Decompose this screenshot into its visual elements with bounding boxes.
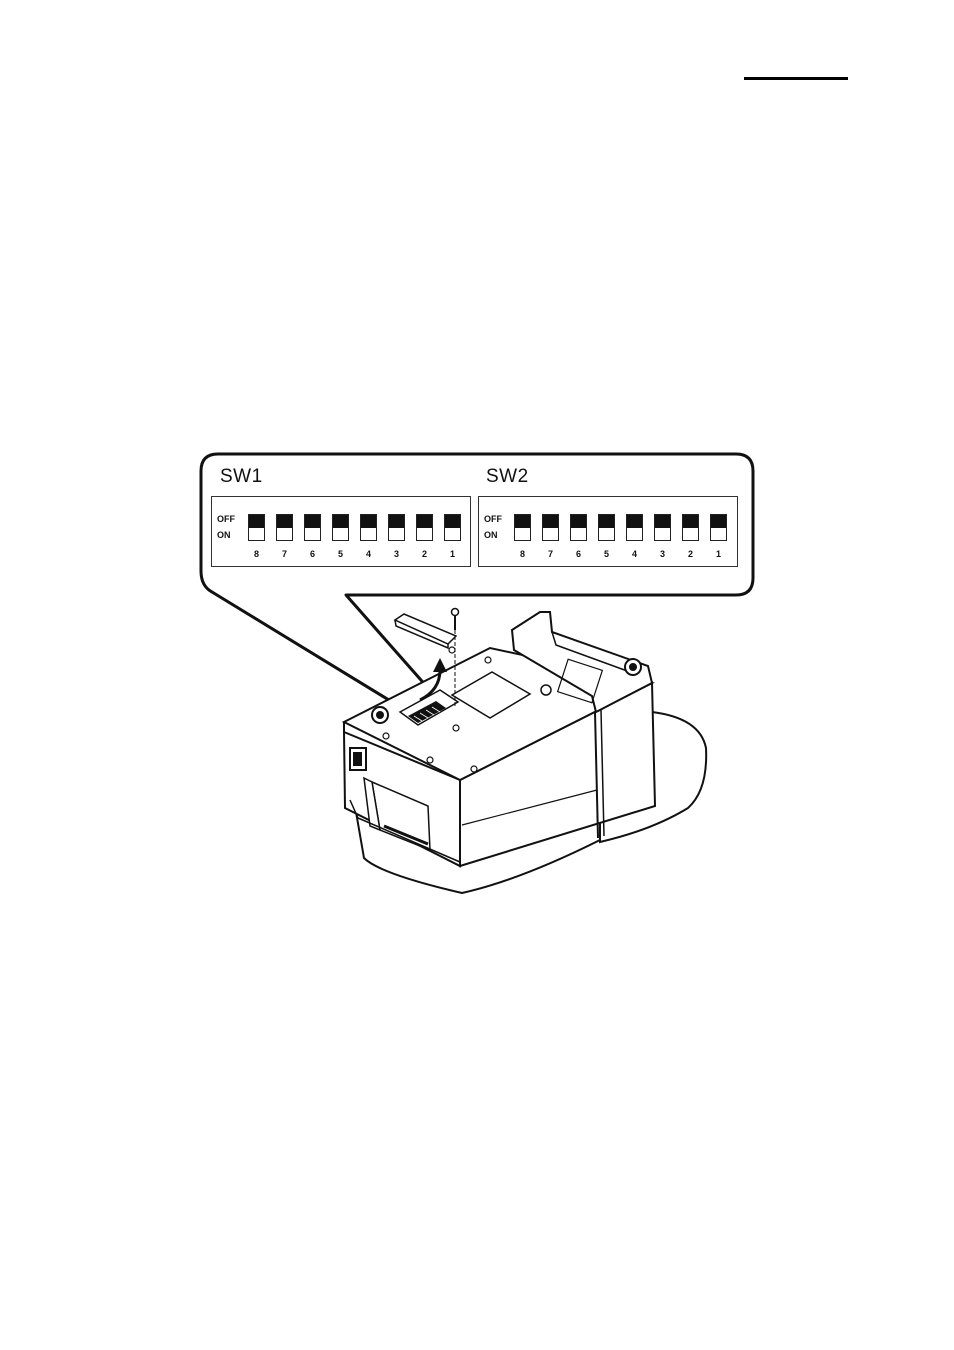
sw1-switch-4[interactable] bbox=[360, 514, 377, 541]
sw2-switch-4[interactable] bbox=[626, 514, 643, 541]
sw1-label: SW1 bbox=[220, 466, 263, 488]
sw1-on-label: ON bbox=[217, 530, 231, 540]
sw1-number-2: 2 bbox=[416, 549, 433, 559]
sw1-switch-8[interactable] bbox=[248, 514, 265, 541]
sw2-number-3: 3 bbox=[654, 549, 671, 559]
sw1-switch-3[interactable] bbox=[388, 514, 405, 541]
sw2-switch-1[interactable] bbox=[710, 514, 727, 541]
sw2-switch-7[interactable] bbox=[542, 514, 559, 541]
sw1-number-1: 1 bbox=[444, 549, 461, 559]
sw1-number-6: 6 bbox=[304, 549, 321, 559]
sw1-switch-6[interactable] bbox=[304, 514, 321, 541]
sw2-number-4: 4 bbox=[626, 549, 643, 559]
sw1-switch-2[interactable] bbox=[416, 514, 433, 541]
sw2-label: SW2 bbox=[486, 466, 529, 488]
sw1-switch-7[interactable] bbox=[276, 514, 293, 541]
sw1-dip-bank: OFF ON 8 7 6 5 4 3 2 1 bbox=[211, 496, 471, 567]
sw2-switch-8[interactable] bbox=[514, 514, 531, 541]
sw1-number-7: 7 bbox=[276, 549, 293, 559]
sw1-off-label: OFF bbox=[217, 514, 235, 524]
sw2-number-6: 6 bbox=[570, 549, 587, 559]
sw2-switch-2[interactable] bbox=[682, 514, 699, 541]
sw2-off-label: OFF bbox=[484, 514, 502, 524]
sw2-number-8: 8 bbox=[514, 549, 531, 559]
sw2-number-1: 1 bbox=[710, 549, 727, 559]
sw2-number-7: 7 bbox=[542, 549, 559, 559]
sw2-dip-bank: OFF ON 8 7 6 5 4 3 2 1 bbox=[478, 496, 738, 567]
sw1-switch-1[interactable] bbox=[444, 514, 461, 541]
sw2-on-label: ON bbox=[484, 530, 498, 540]
sw1-number-4: 4 bbox=[360, 549, 377, 559]
sw2-switch-3[interactable] bbox=[654, 514, 671, 541]
sw2-switch-5[interactable] bbox=[598, 514, 615, 541]
sw1-number-3: 3 bbox=[388, 549, 405, 559]
sw2-number-5: 5 bbox=[598, 549, 615, 559]
screw-icon bbox=[452, 609, 459, 631]
sw1-number-5: 5 bbox=[332, 549, 349, 559]
sw2-switch-6[interactable] bbox=[570, 514, 587, 541]
sw1-number-8: 8 bbox=[248, 549, 265, 559]
sw2-number-2: 2 bbox=[682, 549, 699, 559]
sw1-switch-5[interactable] bbox=[332, 514, 349, 541]
